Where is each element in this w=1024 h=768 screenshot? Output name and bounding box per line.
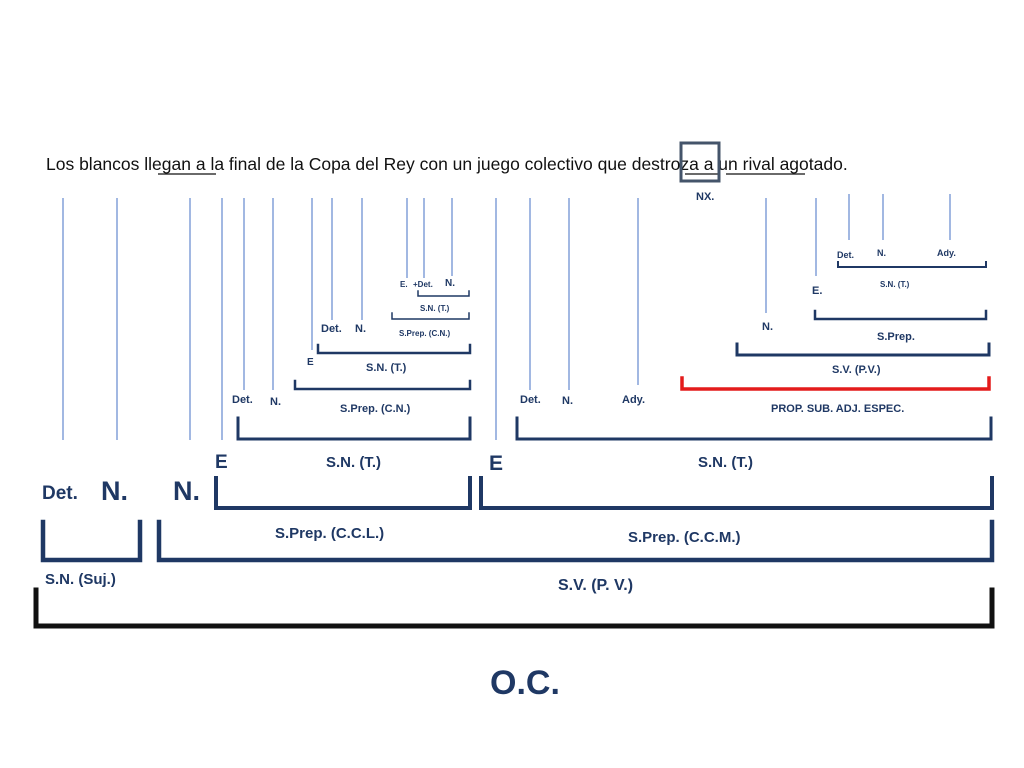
- juego-phrase: Det. N. Ady. E S.N. (T.) S.Prep. (C.C.M.…: [479, 394, 994, 546]
- rey-phrase: E. +Det. N. S.N. (T.) S.Prep. (C.N.): [391, 278, 470, 338]
- sn-t-sub-bracket: [837, 261, 987, 268]
- n-main2-label: N.: [173, 476, 200, 506]
- sprep-sub-bracket: [813, 309, 988, 321]
- sprep-cn-inner-bracket: [391, 312, 470, 320]
- n-juego-label: N.: [562, 395, 573, 407]
- sv-pv-main-label: S.V. (P. V.): [558, 577, 633, 594]
- verb-destroza: destroza: [632, 154, 699, 174]
- sprep-cn-outer-bracket: [293, 379, 472, 391]
- rival-phrase: Det. N. Ady. S.N. (T.) E. S.Prep. N. S.V…: [680, 248, 991, 415]
- sn-t-rey-label: S.N. (T.): [420, 304, 450, 313]
- sentence: Los blancos llegan a la final de la Copa…: [46, 154, 848, 174]
- e-ccm-label: E: [489, 452, 503, 475]
- sn-suj-bracket: [40, 519, 143, 563]
- det-rey-label: +Det.: [413, 280, 433, 289]
- sv-pv-sub-bracket: [735, 342, 991, 357]
- sn-suj-label: S.N. (Suj.): [45, 571, 116, 588]
- sprep-cn-inner-label: S.Prep. (C.N.): [399, 329, 450, 338]
- n-main1-label: N.: [101, 476, 128, 506]
- sn-t-ccl-bracket: [236, 416, 472, 441]
- n-copa-label: N.: [355, 323, 366, 335]
- sn-t-copa-bracket: [316, 343, 472, 355]
- relative-highlight-box: [679, 141, 721, 183]
- sprep-ccm-bracket: [479, 476, 994, 510]
- e-rey-label: E.: [400, 280, 408, 289]
- sprep-ccl-bracket: [214, 476, 472, 510]
- sn-t-ccm-bracket: [515, 416, 993, 441]
- sprep-sub-label: S.Prep.: [877, 331, 915, 343]
- sn-t-ccm-label: S.N. (T.): [698, 454, 753, 471]
- sprep-cn-outer-label: S.Prep. (C.N.): [340, 403, 411, 415]
- sprep-ccm-label: S.Prep. (C.C.M.): [628, 529, 741, 546]
- prop-sub-bracket: [680, 376, 991, 391]
- word-lines: [62, 194, 951, 440]
- det-main-label: Det.: [42, 483, 78, 504]
- final-phrase: Det. N. E S.N. (T.) S.Prep. (C.C.L.): [214, 394, 472, 542]
- relative-tag: NX.: [696, 191, 714, 203]
- e-copa-label: E: [307, 357, 314, 368]
- copa-phrase: Det. N. E S.N. (T.) S.Prep. (C.N.): [293, 323, 472, 415]
- main-clause: Det. N. N. S.N. (Suj.) S.V. (P. V.) O.C.: [33, 476, 995, 702]
- n-rey-label: N.: [445, 278, 455, 289]
- det-rival-label: Det.: [837, 250, 854, 260]
- n-verb-label: N.: [762, 321, 773, 333]
- sn-t-sub-label: S.N. (T.): [880, 280, 910, 289]
- sprep-ccl-label: S.Prep. (C.C.L.): [275, 525, 384, 542]
- det-final-label: Det.: [232, 394, 253, 406]
- verb-llegan: llegan: [144, 154, 196, 174]
- prop-sub-label: PROP. SUB. ADJ. ESPEC.: [771, 403, 904, 415]
- ady-rival-label: Ady.: [937, 248, 956, 258]
- oc-label: O.C.: [490, 664, 560, 702]
- sv-pv-sub-label: S.V. (P.V.): [832, 364, 881, 376]
- n-final-label: N.: [270, 396, 281, 408]
- sn-t-copa-label: S.N. (T.): [366, 362, 407, 374]
- ady-juego-label: Ady.: [622, 394, 645, 406]
- sv-pv-main-bracket: [156, 519, 995, 563]
- det-copa-label: Det.: [321, 323, 342, 335]
- sn-rey-bracket: [417, 290, 470, 297]
- oc-bracket: [33, 587, 995, 629]
- det-juego-label: Det.: [520, 394, 541, 406]
- n-rival-label: N.: [877, 248, 886, 258]
- relative-que: que: [598, 154, 627, 174]
- e-sub-label: E.: [812, 285, 822, 297]
- e-ccl-label: E: [215, 452, 228, 473]
- sn-t-ccl-label: S.N. (T.): [326, 454, 381, 471]
